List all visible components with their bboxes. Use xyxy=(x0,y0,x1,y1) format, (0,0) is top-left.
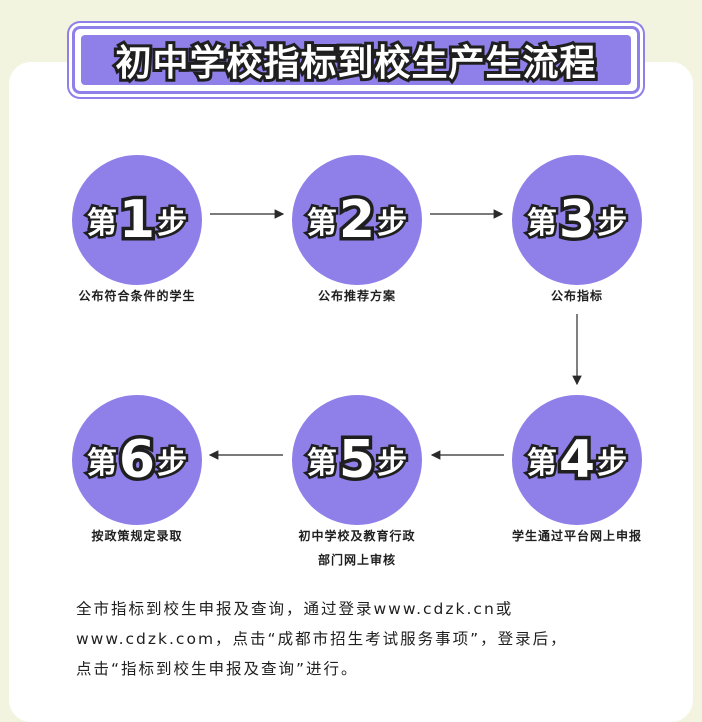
step-6-number: 6 xyxy=(115,427,158,494)
title-banner: 初中学校指标到校生产生流程 xyxy=(72,26,640,94)
step-1-label: 公布符合条件的学生 xyxy=(78,289,196,303)
step-1-number: 1 xyxy=(115,187,158,254)
step-3-label: 公布指标 xyxy=(550,289,603,303)
step-3-number: 3 xyxy=(555,187,598,254)
step-5-number: 5 xyxy=(335,427,378,494)
step-5-label-line1: 初中学校及教育行政 xyxy=(298,529,416,543)
footer-line-1: 全市指标到校生申报及查询，通过登录www.cdzk.cn或 xyxy=(76,600,514,618)
step-5-label: 初中学校及教育行政 部门网上审核 xyxy=(247,524,467,572)
step-6-label: 按政策规定录取 xyxy=(91,529,183,543)
flow-arrows xyxy=(208,209,582,460)
footer-line-2: www.cdzk.com，点击“成都市招生考试服务事项”，登录后， xyxy=(76,630,568,648)
footer-line-3: 点击“指标到校生申报及查询”进行。 xyxy=(76,660,359,678)
footer-note: 全市指标到校生申报及查询，通过登录www.cdzk.cn或 www.cdzk.c… xyxy=(76,594,666,684)
step-4-label: 学生通过平台网上申报 xyxy=(511,529,642,543)
step-2-number: 2 xyxy=(335,187,378,254)
step-4-number: 4 xyxy=(555,427,598,494)
step-2-label: 公布推荐方案 xyxy=(317,289,396,303)
step-5-label-line2: 部门网上审核 xyxy=(317,553,396,567)
page-title: 初中学校指标到校生产生流程 xyxy=(112,40,598,87)
